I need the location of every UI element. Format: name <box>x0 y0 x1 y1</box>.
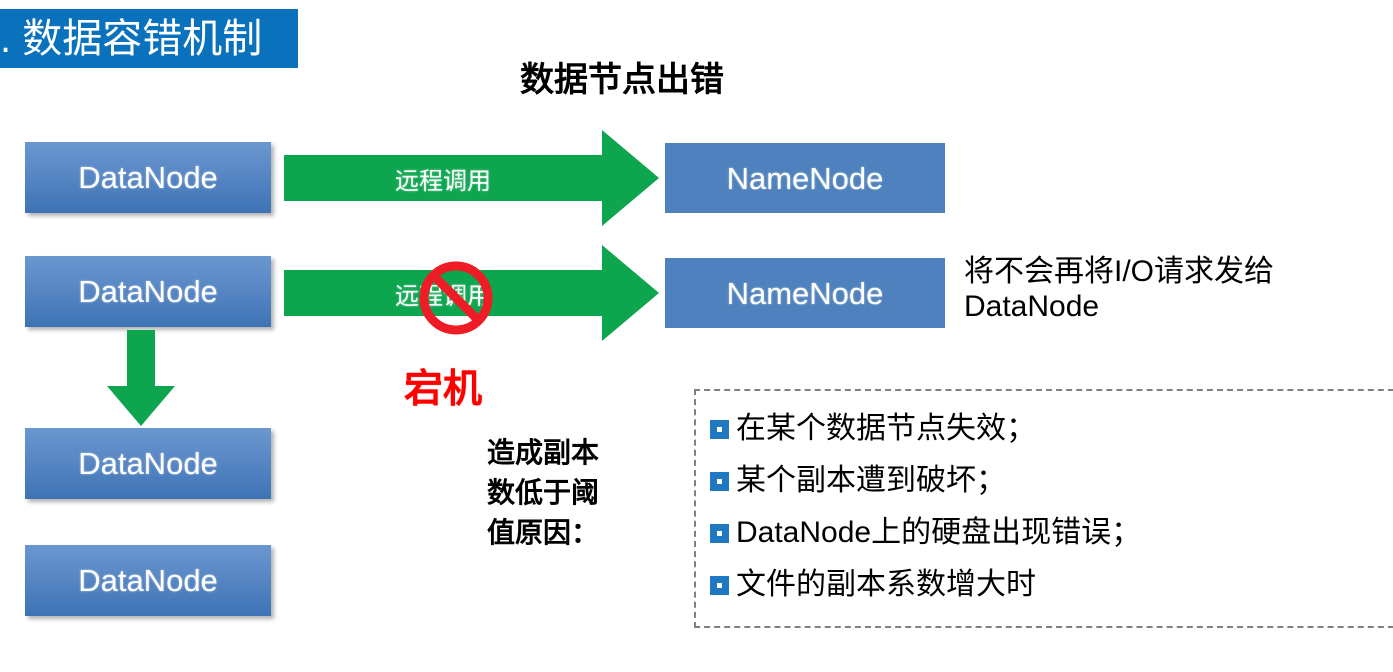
namenode-label: NameNode <box>726 160 884 196</box>
side-note-line-2: DataNode <box>964 290 1100 324</box>
reason-list-item: 某个副本遭到破坏； <box>710 455 1393 507</box>
hollow-square-bullet-icon <box>710 575 729 595</box>
datanode-label: DataNode <box>78 446 218 481</box>
datanode-box-4: DataNode <box>25 545 271 616</box>
namenode-box-2: NameNode <box>665 258 945 328</box>
side-note: 将不会再将I/O请求发给 DataNode <box>964 254 1384 325</box>
hollow-square-bullet-icon <box>710 419 729 439</box>
cause-label-line-2: 数低于阈 <box>487 476 600 508</box>
replicate-down-arrow <box>105 330 177 426</box>
reason-list-item: 文件的副本系数增大时 <box>710 559 1393 611</box>
side-note-line-1: 将不会再将I/O请求发给 <box>964 255 1275 288</box>
reason-text: 某个副本遭到破坏； <box>736 464 1006 497</box>
section-heading: 数据节点出错 <box>520 61 724 99</box>
reason-list-item: 在某个数据节点失效； <box>710 403 1393 455</box>
namenode-label: NameNode <box>726 275 884 311</box>
reasons-box: 在某个数据节点失效； 某个副本遭到破坏； DataNode上的硬盘出现错误； 文… <box>694 389 1393 628</box>
namenode-box-1: NameNode <box>665 143 945 213</box>
cause-label: 造成副本 数低于阈 值原因： <box>487 433 632 552</box>
datanode-label: DataNode <box>78 563 218 598</box>
arrow-right-icon <box>284 130 659 226</box>
hollow-square-bullet-icon <box>710 471 729 491</box>
no-entry-glyph <box>419 261 493 335</box>
arrow-right-icon <box>284 245 659 341</box>
datanode-box-3: DataNode <box>25 428 271 499</box>
crash-label: 宕机 <box>404 368 483 411</box>
arrow-down-icon <box>107 330 175 426</box>
reason-text: 文件的副本系数增大时 <box>736 568 1036 601</box>
datanode-box-2: DataNode <box>25 256 271 327</box>
rpc-arrow-top: 远程调用 <box>284 128 659 228</box>
title-banner-text: . 数据容错机制 <box>0 16 263 61</box>
no-entry-icon <box>418 260 494 336</box>
cause-label-line-1: 造成副本 <box>487 437 600 468</box>
datanode-label: DataNode <box>78 160 218 195</box>
hollow-square-bullet-icon <box>710 523 729 543</box>
title-banner: . 数据容错机制 <box>0 9 298 68</box>
reason-text: DataNode上的硬盘出现错误； <box>736 516 1142 549</box>
reason-text: 在某个数据节点失效； <box>736 412 1036 445</box>
datanode-label: DataNode <box>78 274 218 309</box>
datanode-box-1: DataNode <box>25 142 271 213</box>
reason-list-item: DataNode上的硬盘出现错误； <box>710 507 1393 559</box>
cause-label-line-3: 值原因： <box>487 516 600 548</box>
